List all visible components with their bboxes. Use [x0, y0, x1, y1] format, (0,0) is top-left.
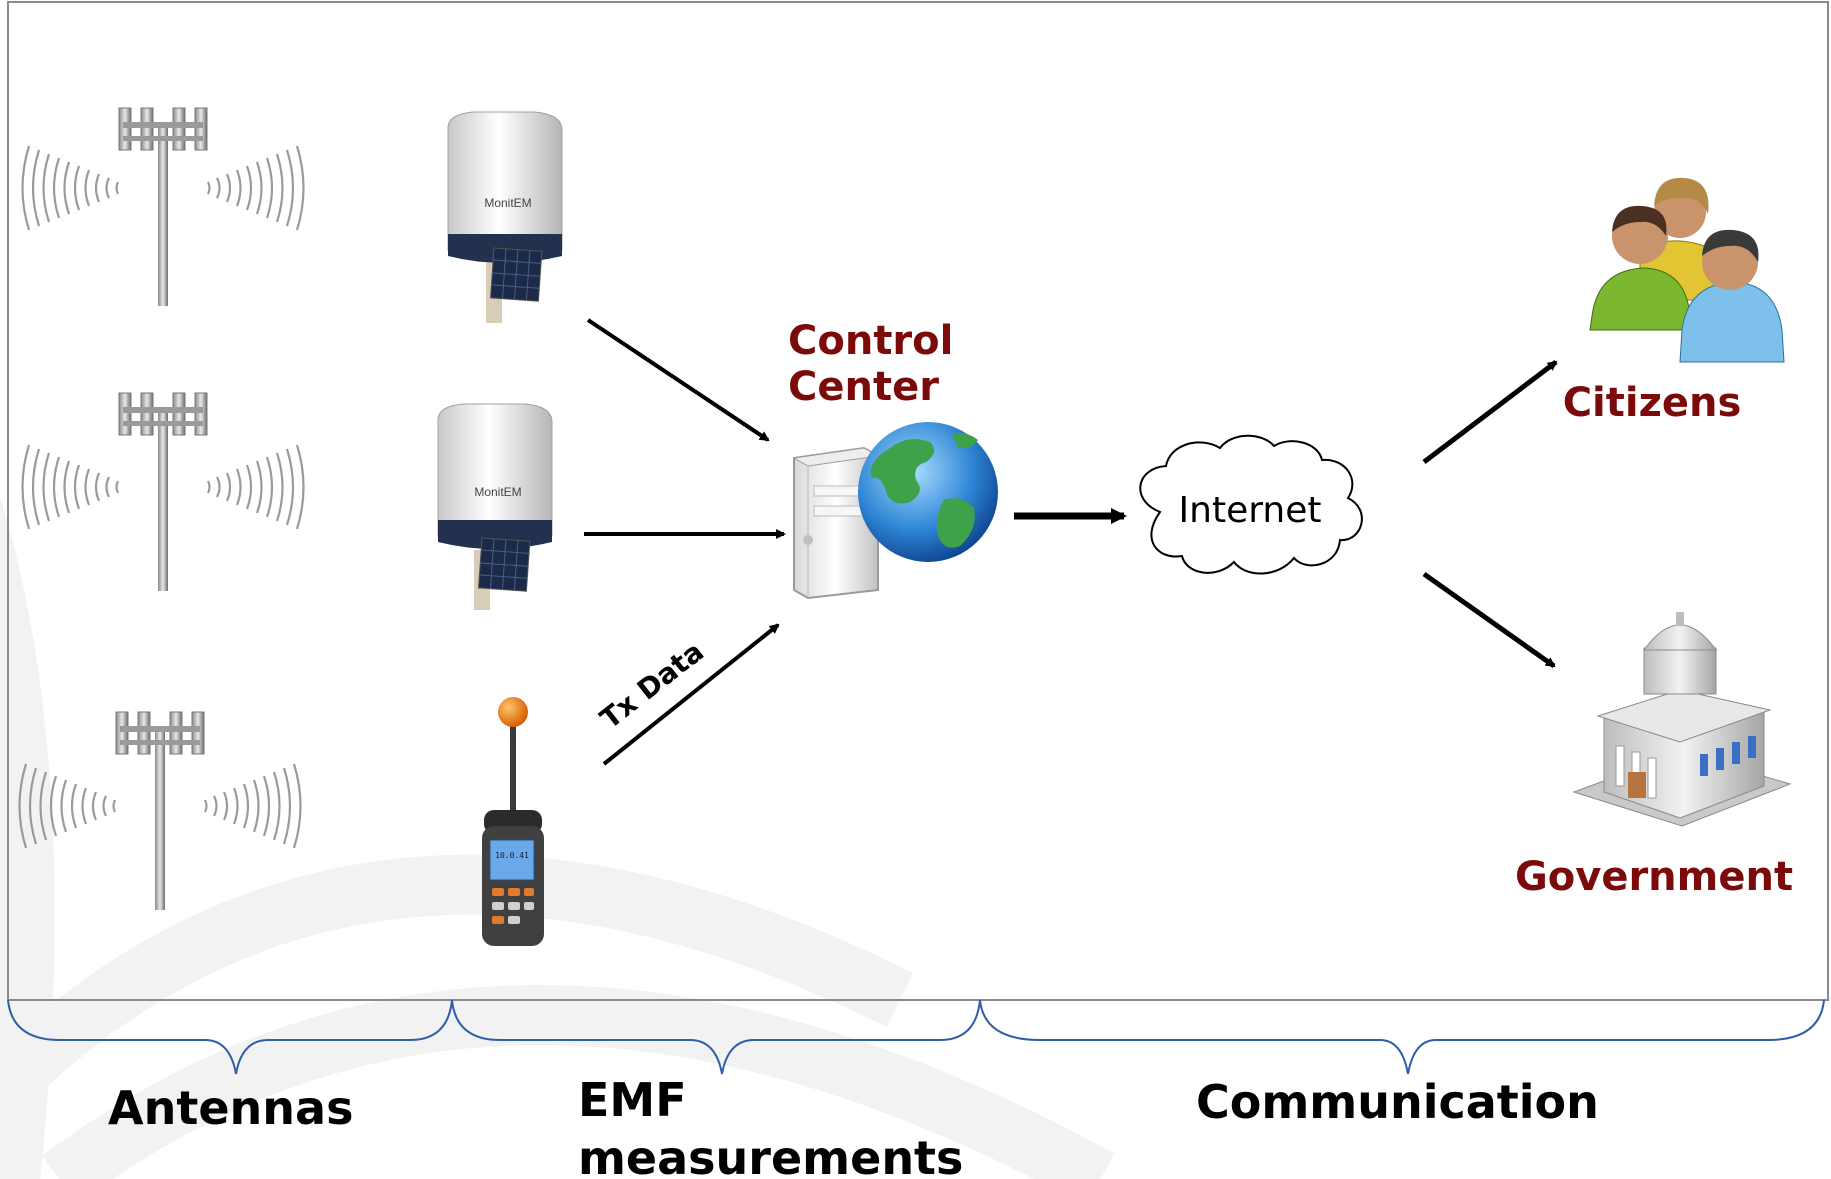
internet-label: Internet — [1179, 490, 1322, 531]
government-building-icon — [1572, 612, 1792, 827]
cell-tower-icon — [115, 711, 205, 910]
internet-cloud: Internet — [1139, 434, 1363, 575]
signal-waves-right-icon — [206, 444, 305, 530]
server-icon — [792, 446, 880, 600]
citizens-group: Citizens — [1563, 177, 1785, 426]
government-label: Government — [1515, 854, 1793, 900]
background-watermark — [0, 496, 1115, 1179]
citizens-label: Citizens — [1563, 380, 1742, 426]
tx-data-label: Tx Data — [594, 635, 710, 736]
antenna-tower-2 — [21, 392, 305, 591]
brace-emf — [451, 999, 981, 1075]
signal-waves-right-icon — [203, 763, 302, 849]
isotropic-probe-icon — [498, 697, 528, 727]
solar-panel-icon — [477, 537, 531, 592]
section-braces — [7, 999, 1825, 1075]
government-group: Government — [1515, 612, 1793, 900]
arrow-internet-to-citizens — [1422, 360, 1558, 464]
section-label-emf-line2: measurements — [578, 1131, 963, 1179]
arrow-meter-to-control — [602, 623, 780, 766]
globe-icon — [858, 422, 998, 562]
device-brand-label: MonitEM — [484, 196, 531, 210]
cell-tower-icon — [118, 392, 208, 591]
signal-waves-left-icon — [18, 763, 117, 849]
cell-tower-icon — [118, 107, 208, 306]
handheld-emf-meter: 10.0.41 — [482, 697, 544, 946]
antenna-tower-1 — [21, 107, 305, 306]
brace-communication — [979, 999, 1825, 1075]
emf-monitor-2: MonitEM — [424, 400, 564, 610]
section-label-antennas: Antennas — [108, 1081, 353, 1135]
signal-waves-right-icon — [206, 145, 305, 231]
control-center-title-line2: Center — [788, 364, 939, 410]
signal-waves-left-icon — [21, 444, 120, 530]
emf-monitor-1: MonitEM — [434, 108, 574, 323]
meter-buttons-icon — [492, 888, 534, 924]
control-center: Control Center — [788, 318, 998, 600]
device-brand-label: MonitEM — [474, 485, 521, 499]
people-icon — [1589, 177, 1785, 363]
antenna-tower-3 — [18, 711, 302, 910]
arrow-monitor1-to-control — [586, 318, 770, 442]
section-label-communication: Communication — [1196, 1075, 1599, 1129]
cloud-icon — [1139, 434, 1363, 575]
arrow-internet-to-government — [1422, 571, 1556, 669]
meter-readout: 10.0.41 — [495, 851, 529, 860]
solar-panel-icon — [489, 247, 543, 302]
signal-waves-left-icon — [21, 145, 120, 231]
brace-antennas — [7, 999, 453, 1075]
section-label-emf-line1: EMF — [578, 1073, 687, 1127]
diagram-frame — [7, 1, 1829, 1001]
control-center-title-line1: Control — [788, 318, 953, 364]
